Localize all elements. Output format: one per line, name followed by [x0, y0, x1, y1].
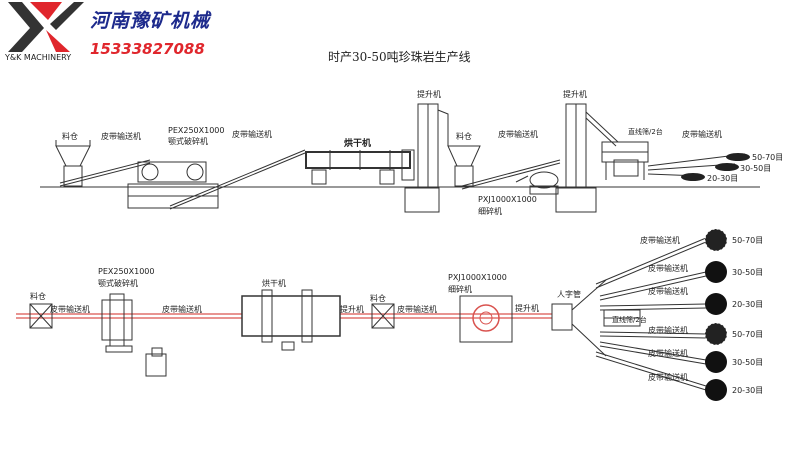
brand-text: Y&K MACHINERY — [5, 53, 72, 62]
plan-label-screen: 直线筛/2台 — [612, 315, 647, 324]
plan-y-pipe — [551, 279, 607, 357]
side-elevator-1 — [404, 103, 449, 213]
plan-label-dryer: 烘干机 — [262, 278, 286, 288]
plan-bin-mid — [371, 303, 395, 329]
side-product-piles — [681, 153, 750, 181]
side-conveyor-3 — [461, 159, 561, 187]
plan-output-mesh-4: 50-70目 — [732, 330, 763, 339]
plan-output-conveyor-2: 皮带输送机 — [648, 263, 688, 273]
side-screen — [601, 141, 649, 180]
side-bin-mid — [447, 145, 481, 187]
plan-label-elevator-2: 提升机 — [515, 303, 539, 313]
side-crusher — [127, 161, 219, 209]
side-mill — [515, 171, 559, 195]
plan-mill — [459, 295, 513, 343]
side-label-conveyor-1: 皮带输送机 — [101, 131, 141, 141]
diagram-title: 时产30-50吨珍珠岩生产线 — [328, 50, 471, 64]
plan-output-conveyor-1: 皮带输送机 — [640, 235, 680, 245]
plan-output-conveyor-6: 皮带输送机 — [648, 372, 688, 382]
side-label-screen: 直线筛/2台 — [628, 127, 663, 136]
plan-flow-lines — [16, 313, 552, 319]
plan-label-bin-mid: 料仓 — [370, 293, 386, 303]
plan-product-piles — [704, 228, 728, 401]
plan-label-conveyor-1: 皮带输送机 — [50, 304, 90, 314]
side-label-bin-left: 料仓 — [62, 131, 78, 141]
plan-label-crusher-name: 颚式破碎机 — [98, 278, 138, 288]
side-label-mill-name: 细碎机 — [478, 206, 502, 216]
plan-output-conveyor-5: 皮带输送机 — [648, 348, 688, 358]
plan-label-mill-model: PXJ1000X1000 — [448, 273, 507, 282]
plan-output-mesh-6: 20-30目 — [732, 386, 763, 395]
plan-label-mill-name: 细碎机 — [448, 284, 472, 294]
side-conveyor-1 — [59, 159, 151, 184]
plan-output-conveyors — [595, 237, 707, 391]
plan-label-elevator-1: 提升机 — [340, 304, 364, 314]
side-label-elevator-2: 提升机 — [563, 89, 587, 99]
side-label-conveyor-3: 皮带输送机 — [498, 129, 538, 139]
plan-output-conveyor-4: 皮带输送机 — [648, 325, 688, 335]
side-label-product-1: 50-70目 — [752, 153, 783, 162]
logo — [0, 0, 214, 68]
plan-label-crusher-model: PEX250X1000 — [98, 267, 154, 276]
side-bin-left — [55, 140, 91, 187]
side-label-elevator-1: 提升机 — [417, 89, 441, 99]
plan-label-conveyor-2: 皮带输送机 — [162, 304, 202, 314]
side-conveyor-2 — [169, 149, 306, 207]
side-label-conveyor-2: 皮带输送机 — [232, 129, 272, 139]
side-label-product-2: 30-50目 — [740, 164, 771, 173]
plan-output-mesh-2: 30-50目 — [732, 268, 763, 277]
side-label-dryer: 烘干机 — [344, 137, 371, 149]
plan-dryer — [241, 289, 341, 351]
phone-number: 15333827088 — [90, 40, 205, 58]
plan-output-conveyor-3: 皮带输送机 — [648, 286, 688, 296]
side-label-mill-model: PXJ1000X1000 — [478, 195, 537, 204]
company-name: 河南豫矿机械 — [90, 10, 211, 32]
plan-label-y-pipe: 人字管 — [557, 289, 581, 299]
side-label-product-3: 20-30目 — [707, 174, 738, 183]
side-label-crusher-name: 颚式破碎机 — [168, 136, 208, 146]
side-label-conveyor-4: 皮带输送机 — [682, 129, 722, 139]
plan-output-mesh-3: 20-30目 — [732, 300, 763, 309]
plan-label-conveyor-3: 皮带输送机 — [397, 304, 437, 314]
side-elevator-2 — [555, 103, 619, 213]
plan-bin-left — [29, 303, 53, 329]
plan-label-bin-left: 料仓 — [30, 291, 46, 301]
side-dryer — [305, 149, 415, 185]
plan-output-mesh-5: 30-50目 — [732, 358, 763, 367]
side-label-bin-mid: 料仓 — [456, 131, 472, 141]
yk-logo-mark — [8, 2, 84, 52]
side-label-crusher-model: PEX250X1000 — [168, 126, 224, 135]
plan-output-mesh-1: 50-70目 — [732, 236, 763, 245]
plan-crusher — [101, 293, 167, 377]
